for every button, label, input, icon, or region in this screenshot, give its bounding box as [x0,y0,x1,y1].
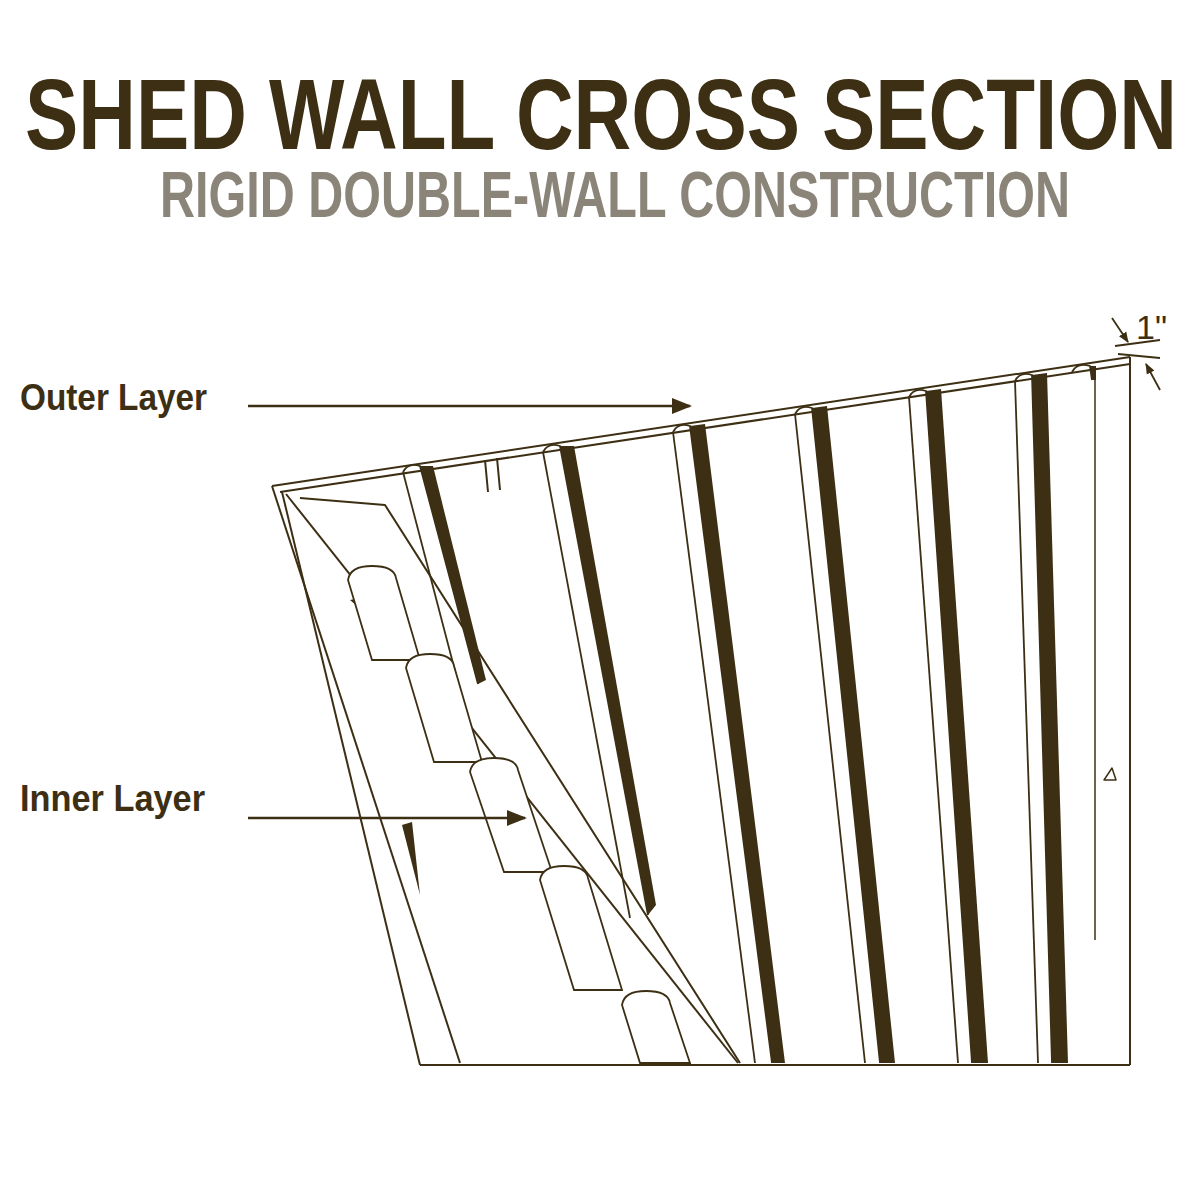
inner-layer-tabs [348,566,690,1063]
part-label: Outer Layer [20,380,207,416]
diagram-title: SHED WALL CROSS SECTION [25,64,1177,164]
rib-shadows [350,366,1096,1063]
rib-outlines [403,365,1092,1063]
dimension-label: 1" [1136,310,1167,344]
panel-outline [272,357,1130,1065]
diagram-subtitle: RIGID DOUBLE-WALL CONSTRUCTION [160,163,1070,227]
leader-arrows [248,406,690,818]
part-label: Inner Layer [20,781,205,817]
